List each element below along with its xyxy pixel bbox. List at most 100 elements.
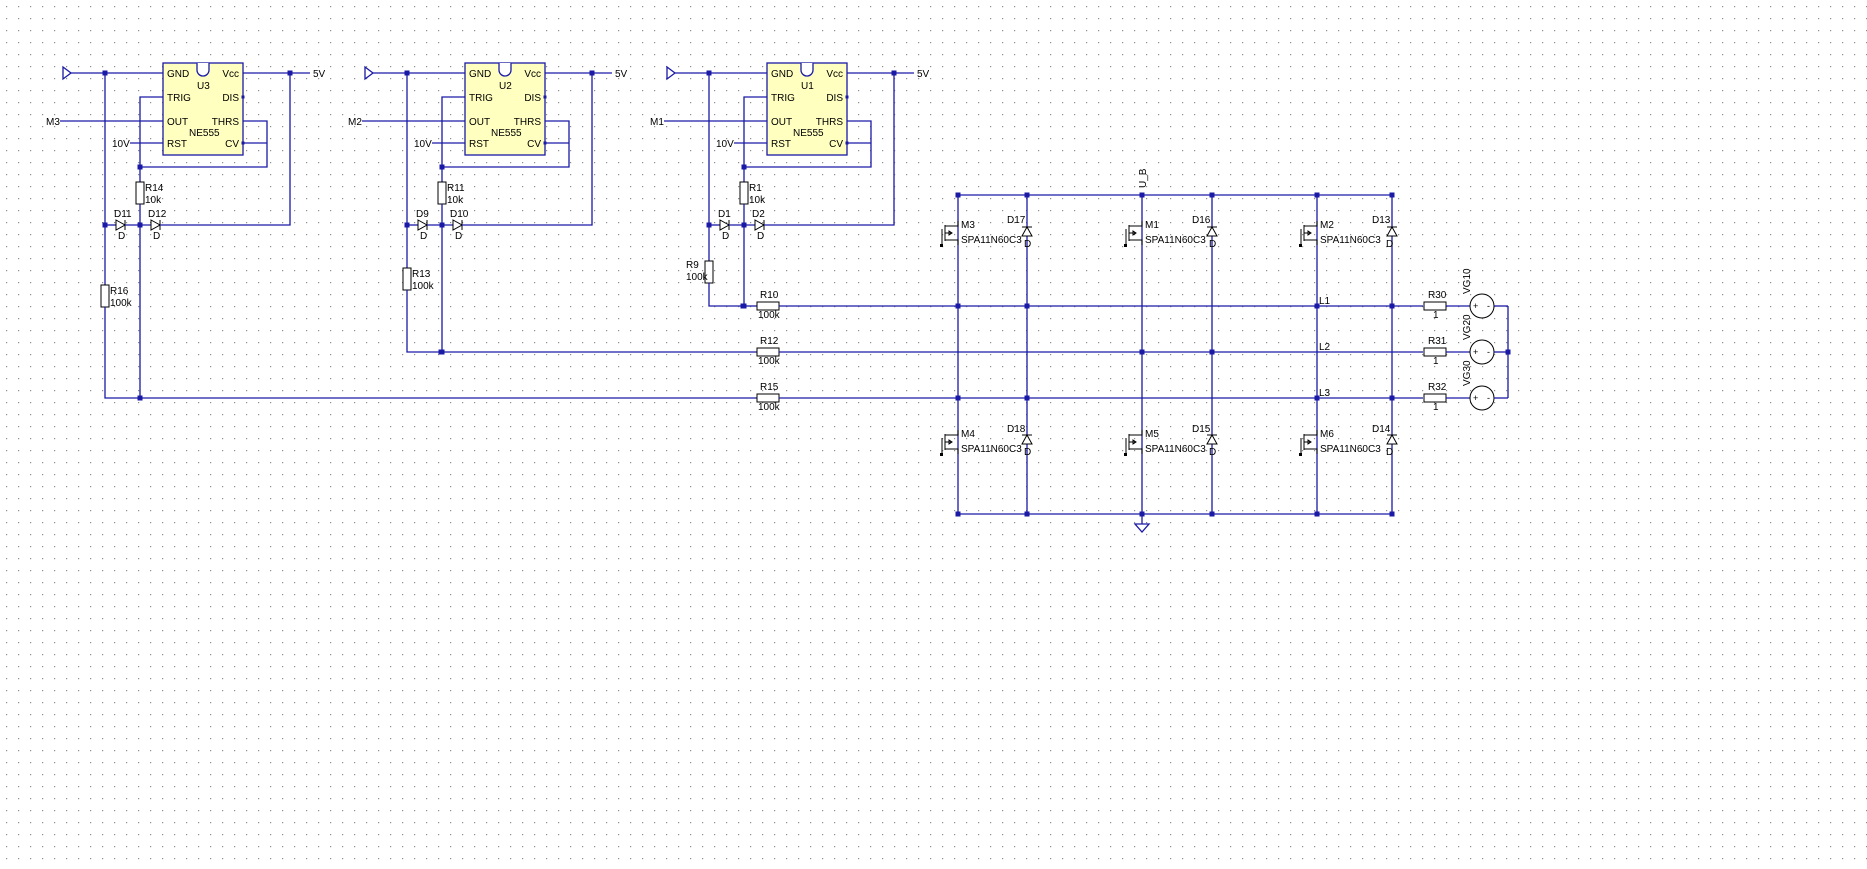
chip-refdes: U3 [197, 81, 210, 92]
diode-refdes: D16 [1192, 215, 1211, 226]
junction-dot [1209, 349, 1215, 355]
pin-dis-label: DIS [222, 93, 239, 104]
junction-dot [1314, 303, 1320, 309]
high-side-mosfet[interactable] [940, 221, 959, 247]
pin-cv-label: CV [527, 139, 541, 150]
load-resistor[interactable] [1423, 347, 1447, 357]
chip-body [766, 62, 848, 156]
resistor-value: 1 [1433, 402, 1439, 413]
freewheel-diode[interactable] [1021, 225, 1033, 237]
resistor-value: 1 [1433, 310, 1439, 321]
gate-pin [1124, 244, 1127, 247]
load-resistor[interactable] [1423, 301, 1447, 311]
diode-value: D [722, 231, 729, 242]
body-arrow [948, 439, 953, 445]
freewheel-diode[interactable] [1021, 433, 1033, 445]
phase-net-label: L1 [1319, 296, 1331, 307]
freewheel-diode[interactable] [1386, 225, 1398, 237]
diode-body [1206, 433, 1218, 445]
timing-resistor[interactable] [739, 181, 749, 205]
freewheel-diode[interactable] [1386, 433, 1398, 445]
resistor-refdes: R32 [1428, 382, 1447, 393]
mosfet-part: SPA11N60C3 [961, 235, 1022, 246]
mosfet-part: SPA11N60C3 [1320, 444, 1381, 455]
pin-trig-label: TRIG [167, 93, 191, 104]
load-resistor[interactable] [1423, 393, 1447, 403]
diode-refdes: D12 [148, 209, 167, 220]
ground-symbol [62, 65, 73, 81]
chip-part-label: NE555 [189, 128, 220, 139]
wire [764, 73, 895, 226]
bus-resistor[interactable] [756, 301, 780, 311]
bias-resistor[interactable] [100, 284, 110, 308]
body-arrow [1307, 439, 1312, 445]
junction-dot [740, 303, 746, 309]
pin-vcc-label: Vcc [222, 69, 239, 80]
mosfet-refdes: M5 [1145, 429, 1159, 440]
gate-pin [940, 244, 943, 247]
high-side-mosfet[interactable] [1299, 221, 1318, 247]
chip-part-label: NE555 [793, 128, 824, 139]
diode-value: D [1386, 239, 1393, 250]
voltage-source[interactable]: +- [1469, 385, 1495, 411]
pin-thrs-label: THRS [816, 117, 844, 128]
resistor-value: 10k [447, 195, 464, 206]
junction-dot [1505, 349, 1511, 355]
bus-resistor[interactable] [756, 393, 780, 403]
resistor-value: 100k [758, 402, 781, 413]
mosfet-part: SPA11N60C3 [1320, 235, 1381, 246]
pin-dot [845, 95, 849, 99]
freewheel-diode[interactable] [1206, 225, 1218, 237]
phase-net-label: L2 [1319, 342, 1331, 353]
supply-net-label: U_B [1138, 168, 1149, 188]
pin-thrs-label: THRS [212, 117, 240, 128]
diode-value: D [1024, 239, 1031, 250]
chip-part-label: NE555 [491, 128, 522, 139]
low-side-mosfet[interactable] [1124, 430, 1143, 456]
chip-refdes: U2 [499, 81, 512, 92]
pin-thrs-label: THRS [514, 117, 542, 128]
low-side-mosfet[interactable] [940, 430, 959, 456]
voltage-source[interactable]: +- [1469, 339, 1495, 365]
timing-resistor[interactable] [135, 181, 145, 205]
resistor-value: 100k [686, 272, 709, 283]
pin-dis-label: DIS [524, 93, 541, 104]
ground-symbol [666, 65, 677, 81]
diode-refdes: D9 [416, 209, 429, 220]
resistor-value: 100k [110, 298, 133, 309]
pin-rst-label: RST [771, 139, 791, 150]
low-side-mosfet[interactable] [1299, 430, 1318, 456]
bias-resistor[interactable] [402, 267, 412, 291]
body-arrow [1307, 230, 1312, 236]
source-plus: + [1473, 393, 1478, 403]
diode-refdes: D2 [752, 209, 765, 220]
high-side-mosfet[interactable] [1124, 221, 1143, 247]
bus-resistor[interactable] [756, 347, 780, 357]
diode-value: D [1209, 239, 1216, 250]
diode-refdes: D10 [450, 209, 469, 220]
junction-dot [1314, 395, 1320, 401]
pin-cv-label: CV [829, 139, 843, 150]
junction-dot [1389, 395, 1395, 401]
diode-refdes: D18 [1007, 424, 1026, 435]
resistor-refdes: R12 [760, 336, 779, 347]
junction-dot [1389, 303, 1395, 309]
diode-refdes: D13 [1372, 215, 1391, 226]
timing-resistor[interactable] [437, 181, 447, 205]
vcc-net-label: 5V [917, 69, 930, 80]
voltage-source[interactable]: +- [1469, 293, 1495, 319]
reset-net-label: 10V [716, 139, 734, 150]
diode-value: D [757, 231, 764, 242]
resistor-value: 10k [145, 195, 162, 206]
pin-dot [241, 95, 245, 99]
diode-refdes: D15 [1192, 424, 1211, 435]
junction-dot [1024, 395, 1030, 401]
freewheel-diode[interactable] [1206, 433, 1218, 445]
diode-value: D [1386, 447, 1393, 458]
